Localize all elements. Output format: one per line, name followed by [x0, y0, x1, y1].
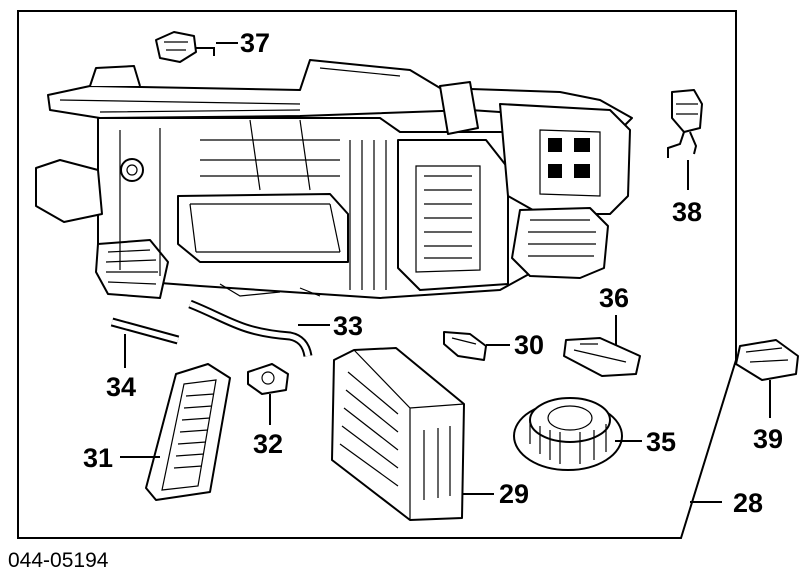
part-33-drawing: [188, 299, 313, 357]
part-36-drawing: [563, 337, 641, 377]
callout-28: 28: [733, 488, 763, 518]
callout-35: 35: [646, 427, 676, 457]
hvac-housing-drawing: [35, 59, 633, 299]
callout-32: 32: [253, 429, 283, 459]
part-31-drawing: [145, 363, 231, 501]
callout-39: 39: [753, 424, 783, 454]
callout-30: 30: [514, 330, 544, 360]
part-30-drawing: [443, 331, 487, 361]
callout-31: 31: [83, 443, 113, 473]
callout-37: 37: [240, 28, 270, 58]
callout-36: 36: [599, 283, 629, 313]
callout-38: 38: [672, 197, 702, 227]
diagram-code: 044-05194: [8, 549, 109, 572]
part-35-drawing: [513, 397, 623, 471]
callout-33: 33: [333, 311, 363, 341]
part-39-drawing: [735, 339, 799, 381]
part-29-drawing: [331, 347, 465, 521]
callout-29: 29: [499, 479, 529, 509]
part-32-drawing: [247, 363, 289, 395]
part-34-drawing: [110, 317, 180, 345]
part-37-drawing: [155, 31, 215, 63]
part-38-drawing: [667, 89, 703, 158]
callout-34: 34: [106, 372, 136, 402]
assembly-frame: [17, 10, 737, 539]
